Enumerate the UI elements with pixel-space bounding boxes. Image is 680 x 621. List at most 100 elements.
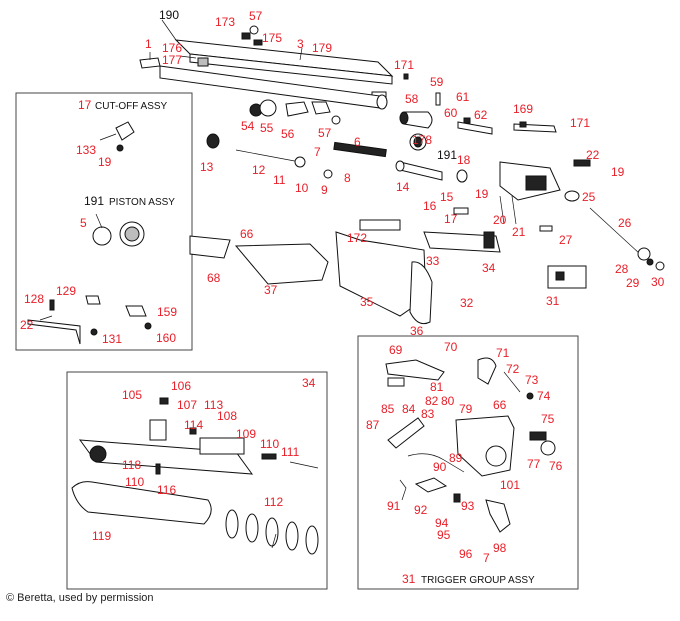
part-label: 19 <box>475 187 489 201</box>
small-pins-110-118-part <box>149 397 319 475</box>
pin-171-part <box>403 73 409 80</box>
part-label: 178 <box>412 133 432 147</box>
part-label: 90 <box>433 460 447 474</box>
part-label: 107 <box>177 398 197 412</box>
cutoff-assembly-part <box>115 121 135 152</box>
part-label: 190 <box>159 8 179 22</box>
part-label: 17 <box>444 212 458 226</box>
part-label: 19 <box>98 155 112 169</box>
springs-90-92-part <box>399 453 465 501</box>
part-label: 62 <box>474 108 488 122</box>
part-label: 22 <box>20 318 34 332</box>
part-label: 6 <box>354 135 361 149</box>
part-label: 85 <box>381 402 395 416</box>
sear-71-74-part <box>477 357 534 400</box>
part-label: 5 <box>80 216 87 230</box>
trigger-group-assy-title: TRIGGER GROUP ASSY <box>421 575 535 586</box>
part-label: 76 <box>549 459 563 473</box>
part-label: 93 <box>461 499 475 513</box>
copyright-notice: © Beretta, used by permission <box>6 592 154 604</box>
piston-178-part <box>409 133 427 151</box>
pin-173-part <box>241 32 251 40</box>
part-label: 11 <box>273 173 286 187</box>
part-label: 77 <box>527 457 541 471</box>
part-label: 68 <box>207 271 221 285</box>
trigger-group-inset-frame <box>357 335 579 590</box>
part-number-labels: 190 173 57 175 176 177 1 3 179 171 59 58… <box>20 8 665 586</box>
part-label: 95 <box>437 528 451 542</box>
part-label: 91 <box>387 499 401 513</box>
part-label: 111 <box>281 445 300 459</box>
bolt-26-part <box>589 207 641 255</box>
part-label: 133 <box>76 143 96 157</box>
part-label: 7 <box>314 145 321 159</box>
part-label: 71 <box>496 346 510 360</box>
part-label: 112 <box>264 495 283 509</box>
pin-59-part <box>435 92 441 106</box>
part-label: 33 <box>426 254 440 268</box>
part-label: 94 <box>435 516 449 530</box>
part-label: 80 <box>441 394 455 408</box>
guide-rod-12-part <box>235 149 301 163</box>
part-label: 32 <box>460 296 474 310</box>
forend-cap-18-part <box>499 161 561 201</box>
stock-35-part <box>335 231 433 325</box>
recoil-spring-6-part <box>333 141 387 158</box>
part-label: 89 <box>449 451 463 465</box>
part-label: 116 <box>157 483 176 497</box>
part-label: 108 <box>217 409 237 423</box>
part-label: 58 <box>405 92 419 106</box>
part-label: 14 <box>396 180 410 194</box>
part-label: 169 <box>513 102 533 116</box>
part-label: 79 <box>459 402 473 416</box>
part-label: 1 <box>145 37 152 51</box>
part-label: 16 <box>423 199 437 213</box>
part-label: 10 <box>295 181 309 195</box>
trigger-group-body-part <box>455 415 515 477</box>
part-label: 176 <box>162 41 182 55</box>
part-label: 110 <box>260 437 279 451</box>
part-label: 70 <box>444 340 458 354</box>
part-label: 69 <box>389 343 403 357</box>
part-label: 159 <box>157 305 177 319</box>
part-label: 54 <box>241 119 255 133</box>
barrel-group-inset-frame <box>66 371 328 590</box>
part-label: 18 <box>457 153 471 167</box>
part-label: 17 <box>78 98 92 112</box>
part-label: 191 <box>84 194 104 208</box>
plate-16-part <box>453 207 469 215</box>
cutoff-parts-lower <box>27 295 152 345</box>
cutoff-assy-title: CUT-OFF ASSY <box>95 101 168 112</box>
part-label: 131 <box>102 332 122 346</box>
part-label: 106 <box>171 379 191 393</box>
part-label: 118 <box>122 458 141 472</box>
part-label: 171 <box>570 116 590 130</box>
part-label: 8 <box>344 171 351 185</box>
part-label: 27 <box>559 233 573 247</box>
part-label: 119 <box>92 529 111 543</box>
trigger-98-part <box>453 493 511 533</box>
part-label: 179 <box>312 41 332 55</box>
part-label: 12 <box>252 163 266 177</box>
part-label: 84 <box>402 402 416 416</box>
handguard-119-part <box>71 481 212 525</box>
piston-56-part <box>285 101 309 117</box>
part-label: 175 <box>262 31 282 45</box>
bushing-76-part <box>540 440 556 456</box>
part-label: 191 <box>437 148 457 162</box>
magazine-tube-part <box>159 65 388 110</box>
spring-13-part <box>206 133 220 149</box>
part-label: 36 <box>410 324 424 338</box>
screw-175-part <box>253 39 263 46</box>
part-label: 7 <box>483 551 490 565</box>
part-label: 73 <box>525 373 539 387</box>
latch-169-part <box>513 121 557 133</box>
part-label: 114 <box>184 418 203 432</box>
pin-27-part <box>539 225 553 232</box>
part-label: 31 <box>402 572 416 586</box>
part-label: 56 <box>281 127 295 141</box>
part-label: 113 <box>204 398 223 412</box>
magazine-cap-14-part <box>395 160 468 183</box>
part-label: 37 <box>264 283 278 297</box>
